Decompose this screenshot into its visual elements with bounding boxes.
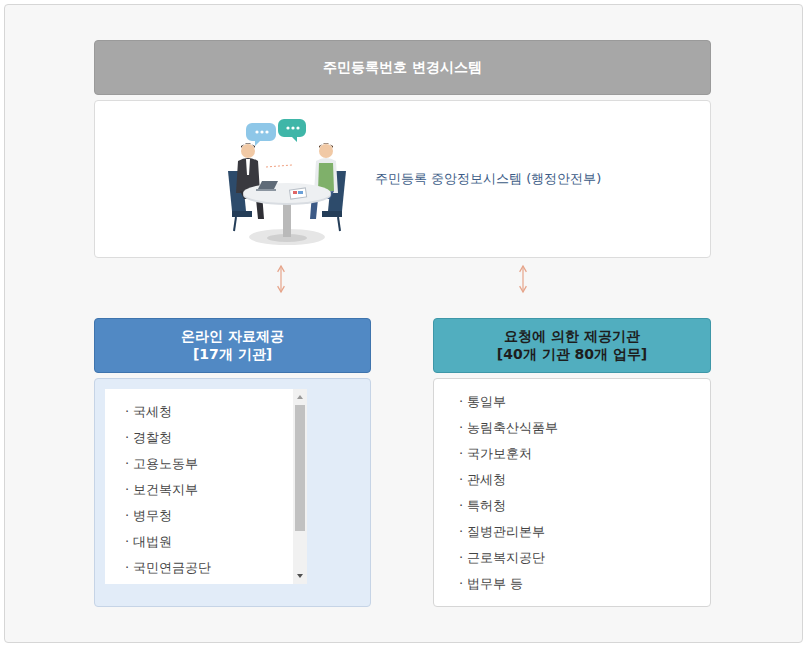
list-item: · 국세청 xyxy=(125,404,172,420)
list-item: · 병무청 xyxy=(125,508,172,524)
double-arrow xyxy=(522,266,523,292)
system-label: 주민등록 중앙정보시스템 (행정안전부) xyxy=(375,170,601,188)
system-box: 주민등록 중앙정보시스템 (행정안전부) xyxy=(94,100,711,258)
list-box: · 국세청 · 경찰청 · 고용노동부 · 보건복지부 · 병무청 · 대법원 · 국민연금… xyxy=(105,389,307,584)
list-item: · 법무부 등 xyxy=(459,576,523,592)
online-list-panel: · 국세청 · 경찰청 · 고용노동부 · 보건복지부 · 병무청 · 대법원 · 국민연금… xyxy=(94,378,371,607)
header-text: 온라인 자료제공 [17개 기관] xyxy=(171,328,295,363)
list-item: · 국민연금공단 xyxy=(125,560,211,576)
list-item: · 관세청 xyxy=(459,472,506,488)
list-item: · 근로복지공단 xyxy=(459,550,545,566)
list-item: · 경찰청 xyxy=(125,430,172,446)
list-item: · 국가보훈처 xyxy=(459,446,532,462)
list-item: · 보건복지부 xyxy=(125,482,198,498)
scrollbar xyxy=(293,389,307,584)
list-item: · 특허청 xyxy=(459,498,506,514)
online-header: 온라인 자료제공 [17개 기관] xyxy=(94,318,371,373)
list-item: · 고용노동부 xyxy=(125,456,198,472)
request-list-panel: · 통일부 · 농림축산식품부 · 국가보훈처 · 관세청 · 특허청 · 질병관리본부 ·… xyxy=(433,378,711,607)
list-item: · 질병관리본부 xyxy=(459,524,545,540)
meeting-illustration xyxy=(222,119,352,249)
list-item: · 농림축산식품부 xyxy=(459,420,558,436)
header-text: 주민등록번호 변경시스템 xyxy=(203,59,603,77)
request-header: 요청에 의한 제공기관 [40개 기관 80개 업무] xyxy=(433,318,711,373)
header-text: 요청에 의한 제공기관 [40개 기관 80개 업무] xyxy=(494,328,650,363)
title-band: 주민등록번호 변경시스템 xyxy=(94,40,711,95)
list-item: · 통일부 xyxy=(459,394,506,410)
list-item: · 대법원 xyxy=(125,534,172,550)
double-arrow xyxy=(280,266,281,292)
